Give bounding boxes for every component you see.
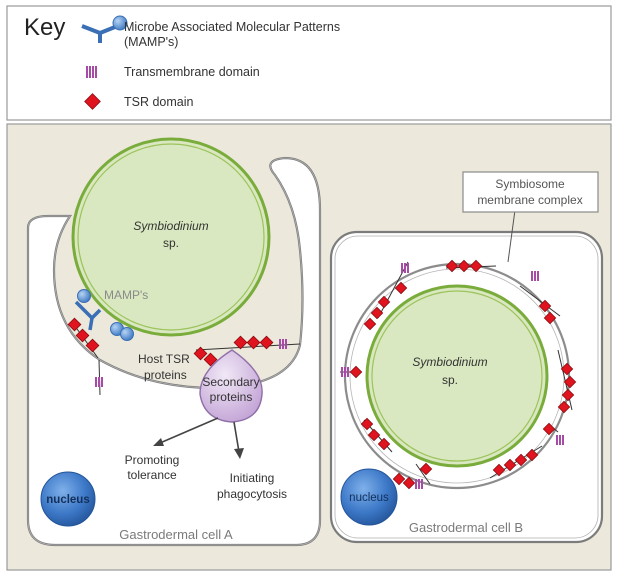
- mamp-icon: [81, 15, 128, 43]
- symbiosome-callout-leader: [507, 209, 516, 263]
- key-tsr-label: TSR domain: [124, 95, 194, 109]
- nucleus-a: [40, 471, 96, 527]
- nucleus-b: [340, 468, 398, 526]
- key-mamp-label: Microbe Associated Molecular Patterns: [124, 20, 340, 34]
- promoting-tolerance-label: Promoting: [125, 453, 180, 467]
- symbiodinium-a: [71, 137, 271, 337]
- key-mamp-sublabel: (MAMP's): [124, 35, 178, 49]
- symbiodinium-b-sp-label: sp.: [442, 373, 458, 387]
- promoting-tolerance-sublabel: tolerance: [127, 468, 177, 482]
- cell-b-inner-membrane: [334, 235, 599, 539]
- symbiodinium-b-inner-wall: [371, 290, 543, 462]
- arrow-initiating-phagocytosis: [233, 421, 244, 459]
- arrow-promoting-tolerance: [153, 417, 219, 446]
- nucleus-b-label: nucleus: [349, 492, 389, 504]
- symbiosome-callout-label: Symbiosome: [495, 177, 565, 191]
- mamp-molecule-1: [74, 289, 102, 331]
- secondary-proteins-blob: [199, 349, 263, 423]
- key-transmembrane-label: Transmembrane domain: [124, 65, 260, 79]
- host-tsr-chain-left: [67, 317, 103, 396]
- cell-b-label: Gastrodermal cell B: [409, 520, 523, 535]
- symbiosome-callout-sublabel: membrane complex: [477, 193, 582, 207]
- tsr-key-icon: [84, 93, 101, 110]
- transmembrane-key-icon: [86, 66, 97, 78]
- initiating-phagocytosis-label: Initiating: [230, 471, 275, 485]
- symbiosome-callout-box: [462, 171, 599, 213]
- symbiodinium-a-label: Symbiodinium: [133, 219, 208, 233]
- symbiodinium-b: [365, 284, 549, 468]
- host-tsr-sublabel: proteins: [144, 368, 187, 382]
- secondary-proteins-sublabel: proteins: [210, 390, 253, 404]
- symbiodinium-a-inner-wall: [77, 143, 265, 331]
- mamps-label: MAMP's: [104, 288, 148, 302]
- nucleus-a-label: nucleus: [46, 494, 89, 506]
- secondary-proteins-label: Secondary: [202, 375, 259, 389]
- cell-a-inner-membrane: [27, 157, 321, 546]
- host-tsr-chain-right: [193, 335, 301, 367]
- key-title: Key: [24, 14, 65, 41]
- symbiodinium-b-label: Symbiodinium: [412, 355, 487, 369]
- symbiosome-tsr-clusters: [340, 259, 577, 490]
- symbiosome-transmembrane-domains: [341, 263, 564, 489]
- key-panel: [6, 5, 612, 121]
- host-tsr-label: Host TSR: [138, 352, 190, 366]
- mamp-molecule-2: [110, 322, 134, 341]
- cell-a-label: Gastrodermal cell A: [119, 527, 233, 542]
- symbiodinium-a-sp-label: sp.: [163, 236, 179, 250]
- initiating-phagocytosis-sublabel: phagocytosis: [217, 487, 287, 501]
